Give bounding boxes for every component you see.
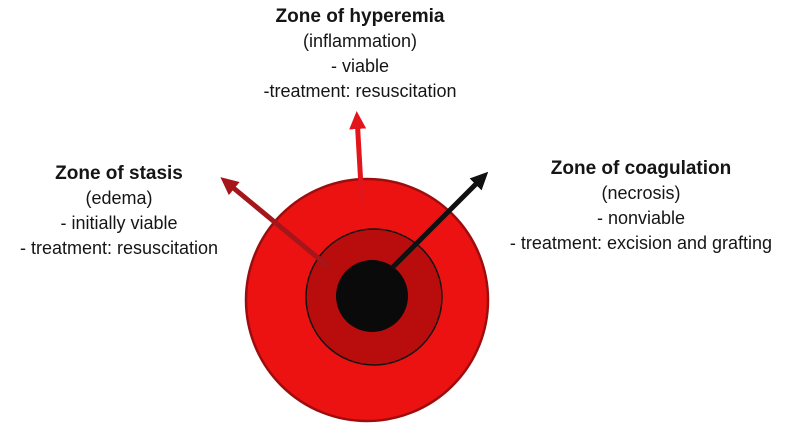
stasis-arrow — [220, 177, 331, 269]
stasis-subtitle: (edema) — [85, 188, 153, 208]
hyperemia-point-treatment: -treatment: resuscitation — [263, 81, 457, 101]
stasis-point-viability: - initially viable — [60, 213, 178, 233]
hyperemia-title: Zone of hyperemia — [275, 6, 445, 27]
stasis-label-block: Zone of stasis (edema) - initially viabl… — [0, 161, 238, 261]
stasis-point-treatment: - treatment: resuscitation — [19, 238, 219, 258]
coagulation-arrow — [390, 171, 489, 270]
coagulation-title: Zone of coagulation — [550, 158, 732, 179]
coagulation-point-viability: - nonviable — [596, 208, 686, 228]
hyperemia-subtitle: (inflammation) — [302, 31, 418, 51]
coagulation-point-treatment: - treatment: excision and grafting — [509, 233, 773, 253]
coagulation-label-block: Zone of coagulation (necrosis) - nonviab… — [487, 156, 795, 256]
hyperemia-arrow — [349, 111, 367, 205]
hyperemia-label-block: Zone of hyperemia (inflammation) - viabl… — [175, 4, 545, 104]
stasis-title: Zone of stasis — [55, 163, 183, 184]
hyperemia-point-viability: - viable — [330, 56, 390, 76]
inner-zone-coagulation-circle — [336, 260, 408, 332]
coagulation-subtitle: (necrosis) — [601, 183, 681, 203]
